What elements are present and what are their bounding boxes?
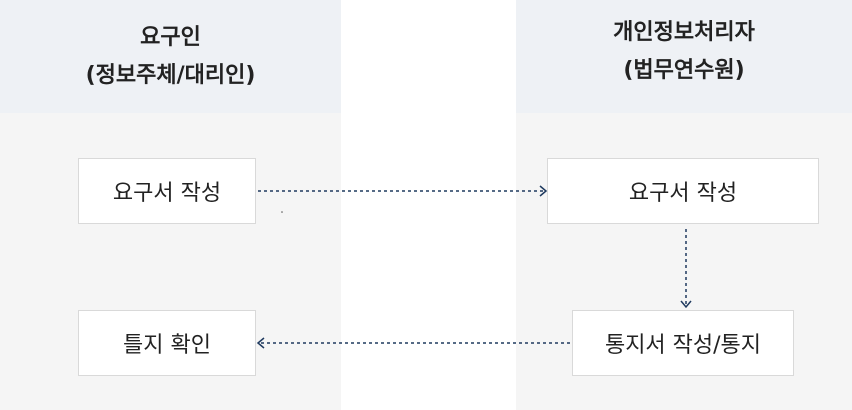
processor-notify-box: 통지서 작성/통지 [572, 310, 794, 376]
requester-title: 요구인 [140, 24, 201, 50]
arrowhead-request [539, 185, 548, 197]
processor-title: 개인정보처리자 [613, 20, 755, 45]
processor-write-box: 요구서 작성 [547, 158, 819, 224]
requester-write-box: 요구서 작성 [78, 158, 256, 224]
processor-header: 개인정보처리자 (법무연수원) [516, 0, 852, 113]
requester-subtitle: (정보주체/대리인) [85, 62, 256, 88]
arrowhead-confirm [256, 337, 265, 349]
stray-dot [281, 211, 283, 213]
arrowhead-notify [680, 300, 692, 309]
requester-header: 요구인 (정보주체/대리인) [0, 0, 341, 113]
requester-confirm-box: 틀지 확인 [78, 310, 256, 376]
processor-subtitle: (법무연수원) [623, 58, 745, 83]
